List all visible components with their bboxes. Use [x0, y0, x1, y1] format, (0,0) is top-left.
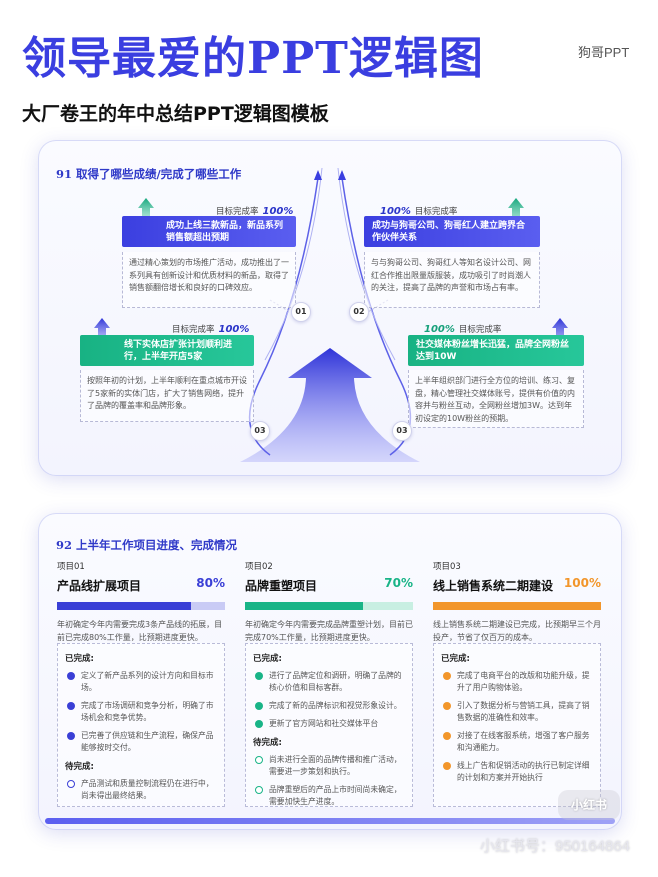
item2-banner: 成功与狗哥公司、狗哥红人建立跨界合作伙伴关系	[364, 216, 540, 247]
project-percent: 80%	[196, 576, 225, 590]
pending-icon	[255, 786, 263, 794]
todo-item: 尚未进行全面的品牌传播和推广活动，需要进一步策划和执行。	[253, 754, 405, 778]
page-title: 领导最爱的PPT逻辑图	[22, 33, 484, 84]
project-progress-bar	[245, 602, 413, 610]
project-description: 年初确定今年内需要完成3条产品线的拓展，目前已完成80%工作量，比预期进度更快。	[57, 620, 223, 642]
watermark-text: 小红书号：950164864	[480, 838, 631, 855]
todo-item: 品牌重塑后的产品上市时间尚未确定，需要加快生产进度。	[253, 784, 405, 808]
item2-rate: 100%目标完成率	[380, 206, 458, 217]
project-progress-fill	[433, 602, 601, 610]
project-percent: 70%	[384, 576, 413, 590]
item1-description: 通过精心策划的市场推广活动，成功推出了一系列具有创新设计和优质材料的新品，取得了…	[122, 252, 296, 308]
project-progress-fill	[57, 602, 192, 610]
check-icon	[67, 672, 75, 680]
project-title: 品牌重塑项目	[245, 579, 318, 593]
done-heading: 已完成:	[441, 654, 470, 664]
check-icon	[255, 720, 263, 728]
project-02: 项目02 品牌重塑项目 70% 年初确定今年内需要完成品牌重塑计划，目前已完成7…	[245, 560, 413, 644]
done-heading: 已完成:	[253, 654, 282, 664]
project-description: 线上销售系统二期建设已完成，比预期早三个月投产，节省了仅百万的成本。	[433, 620, 601, 642]
page-subtitle: 大厂卷王的年中总结PPT逻辑图模板	[22, 103, 329, 125]
project-label: 项目03	[433, 562, 461, 572]
done-item: 进行了品牌定位和调研，明确了品牌的核心价值和目标客群。	[253, 670, 405, 694]
section2-title: 92 上半年工作项目进度、完成情况	[56, 538, 238, 552]
pending-icon	[255, 756, 263, 764]
done-item: 已完善了供应链和生产流程，确保产品能够按时交付。	[65, 730, 217, 754]
pending-icon	[67, 780, 75, 788]
project-01: 项目01 产品线扩展项目 80% 年初确定今年内需要完成3条产品线的拓展，目前已…	[57, 560, 225, 644]
project-progress-bar	[433, 602, 601, 610]
watermark-logo: 小红书	[558, 790, 620, 820]
left-curve-arrowhead	[314, 170, 322, 180]
todo-heading: 待完成:	[253, 738, 282, 748]
item4-rate: 100%目标完成率	[424, 324, 502, 335]
node-03-left: 03	[250, 421, 270, 441]
left-curve-line-outer	[264, 167, 323, 361]
central-big-arrow	[240, 348, 420, 462]
project-label: 项目01	[57, 562, 85, 572]
project-02-checklist: 已完成: 进行了品牌定位和调研，明确了品牌的核心价值和目标客群。 完成了新的品牌…	[245, 643, 413, 807]
check-icon	[255, 672, 263, 680]
check-icon	[67, 732, 75, 740]
done-item: 定义了新产品系列的设计方向和目标市场。	[65, 670, 217, 694]
footer-accent-bar	[45, 818, 615, 824]
item3-banner: 线下实体店扩张计划顺利进行，上半年开店5家	[80, 335, 254, 366]
done-item: 更新了官方网站和社交媒体平台	[253, 718, 405, 730]
project-03-checklist: 已完成: 完成了电商平台的改版和功能升级，提升了用户购物体验。 引入了数据分析与…	[433, 643, 601, 807]
item1-banner: 成功上线三款新品，新品系列销售额超出预期	[122, 216, 296, 247]
project-progress-fill	[245, 602, 363, 610]
right-curve-line-outer	[337, 167, 396, 361]
todo-heading: 待完成:	[65, 762, 94, 772]
node-01: 01	[291, 302, 311, 322]
check-icon	[443, 702, 451, 710]
project-title: 线上销售系统二期建设	[433, 579, 554, 593]
done-heading: 已完成:	[65, 654, 94, 664]
project-description: 年初确定今年内需要完成品牌重塑计划，目前已完成70%工作量，比预期进度更快。	[245, 620, 413, 642]
todo-item: 产品测试和质量控制流程仍在进行中，尚未得出最终结果。	[65, 778, 217, 802]
done-item: 完成了电商平台的改版和功能升级，提升了用户购物体验。	[441, 670, 593, 694]
done-item: 完成了新的品牌标识和视觉形象设计。	[253, 700, 405, 712]
check-icon	[443, 732, 451, 740]
done-item: 完成了市场调研和竞争分析，明确了市场机会和竞争优势。	[65, 700, 217, 724]
project-01-checklist: 已完成: 定义了新产品系列的设计方向和目标市场。 完成了市场调研和竞争分析，明确…	[57, 643, 225, 807]
item2-description: 与与狗哥公司、狗哥红人等知名设计公司、网红合作推出限量版服装，成功吸引了时尚潮人…	[364, 252, 540, 308]
done-item: 线上广告和促销活动的执行已制定详细的计划和方案并开始执行	[441, 760, 593, 784]
project-progress-bar	[57, 602, 225, 610]
section1-title: 91 取得了哪些成绩/完成了哪些工作	[56, 167, 242, 181]
check-icon	[443, 672, 451, 680]
item4-description: 上半年组织部门进行全方位的培训、练习、复盘，精心管理社交媒体账号，提供有价值的内…	[408, 370, 584, 428]
item4-banner: 社交媒体粉丝增长迅猛，品牌全网粉丝达到10W	[408, 335, 584, 366]
project-title: 产品线扩展项目	[57, 579, 142, 593]
node-03-right: 03	[392, 421, 412, 441]
check-icon	[443, 762, 451, 770]
check-icon	[67, 702, 75, 710]
node-02: 02	[349, 302, 369, 322]
right-curve-arrowhead	[338, 170, 346, 180]
project-03: 项目03 线上销售系统二期建设 100% 线上销售系统二期建设已完成，比预期早三…	[433, 560, 601, 644]
check-icon	[255, 702, 263, 710]
item3-description: 按照年初的计划，上半年顺利在重点城市开设了5家新的实体门店，扩大了销售网络，提升…	[80, 370, 254, 422]
done-item: 引入了数据分析与营销工具，提高了销售数据的准确性和效率。	[441, 700, 593, 724]
done-item: 对接了在线客服系统，增强了客户服务和沟通能力。	[441, 730, 593, 754]
project-label: 项目02	[245, 562, 273, 572]
brand-name: 狗哥PPT	[578, 45, 630, 60]
project-percent: 100%	[563, 576, 601, 590]
